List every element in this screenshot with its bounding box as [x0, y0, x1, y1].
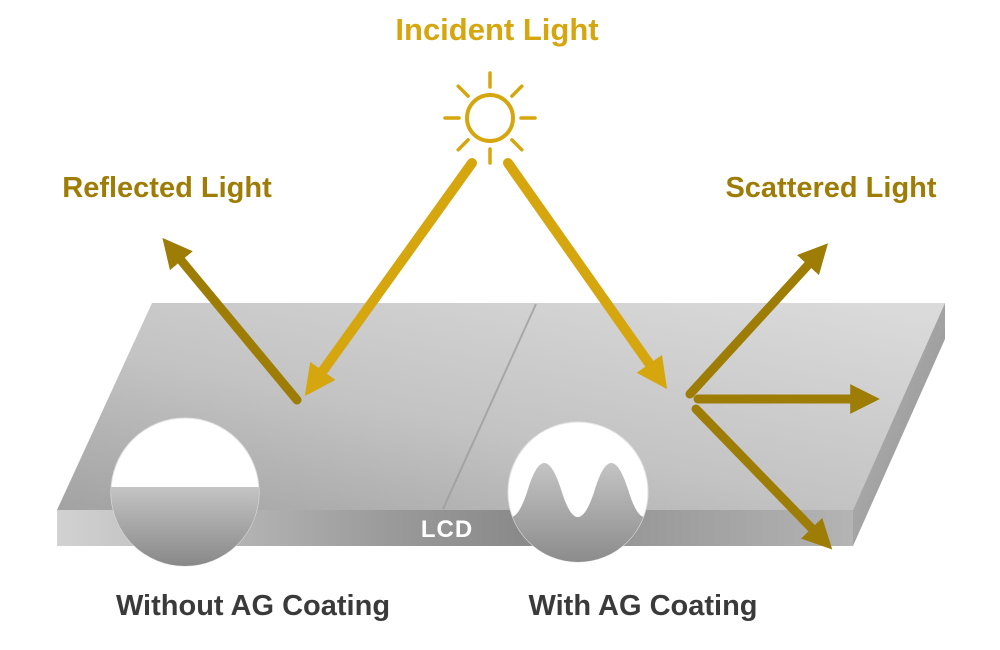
- incident-ray-right-arrow: [503, 158, 668, 390]
- reflected-light-label: Reflected Light: [62, 172, 272, 204]
- scattered-ray-down-arrow: [691, 404, 833, 550]
- lcd-panel-right-face: [853, 303, 945, 546]
- scattered-ray-up-arrow: [685, 243, 829, 399]
- sun-icon: [443, 71, 537, 165]
- scattered-light-label: Scattered Light: [725, 172, 936, 204]
- smooth-surface-shape: [111, 487, 259, 566]
- without-ag-label: Without AG Coating: [116, 590, 390, 622]
- lcd-label: LCD: [421, 516, 473, 543]
- reflected-ray-arrow: [162, 237, 302, 405]
- with-ag-label: With AG Coating: [528, 590, 757, 622]
- without-ag-inset: [110, 417, 260, 567]
- lcd-panel-front-face: [57, 510, 853, 546]
- lcd-panel-half-divider: [442, 303, 537, 510]
- incident-light-title: Incident Light: [395, 12, 598, 47]
- incident-ray-left-arrow: [304, 158, 477, 397]
